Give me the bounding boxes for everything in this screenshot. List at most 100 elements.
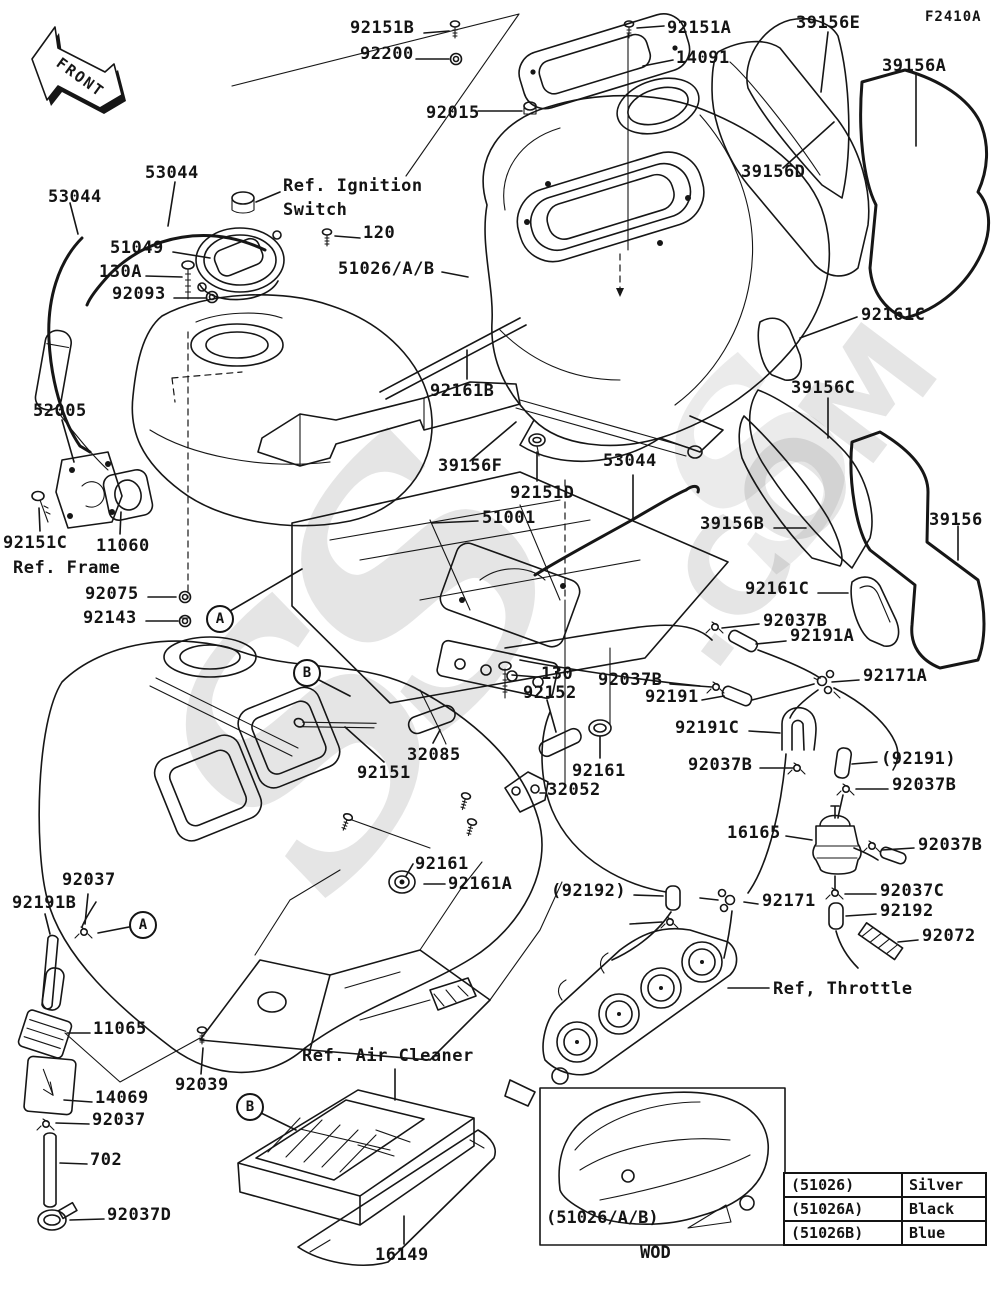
drain-hose-assembly bbox=[17, 901, 208, 1231]
part-label: 16149 bbox=[375, 1245, 429, 1265]
side-cover-39156E bbox=[746, 18, 850, 199]
side-cover-39156A bbox=[757, 68, 991, 381]
part-label: 11065 bbox=[93, 1019, 147, 1039]
air-cleaner-element bbox=[237, 1089, 496, 1266]
part-label: 39156A bbox=[882, 56, 947, 76]
t-joint-92171A bbox=[813, 669, 841, 699]
part-label: 92151D bbox=[510, 483, 575, 503]
fuel-tank-cover bbox=[482, 94, 831, 463]
part-label: 16165 bbox=[727, 823, 781, 843]
part-label: 130 bbox=[541, 664, 574, 684]
part-label: 51001 bbox=[482, 508, 536, 528]
part-label: 92037B bbox=[763, 611, 828, 631]
part-label: 53044 bbox=[48, 187, 102, 207]
table-row: (51026A) Black bbox=[783, 1196, 987, 1222]
side-cover-39156D bbox=[711, 40, 870, 277]
reference-label: (92191) bbox=[881, 749, 957, 769]
tank-pads bbox=[257, 317, 527, 467]
part-label: 92161C bbox=[745, 579, 810, 599]
color-table: (51026) Silver (51026A) Black (51026B) B… bbox=[783, 1172, 987, 1246]
part-label: 39156E bbox=[796, 13, 861, 33]
part-label: 11060 bbox=[96, 536, 150, 556]
part-label: 130A bbox=[99, 262, 142, 282]
part-label: 39156F bbox=[438, 456, 503, 476]
tank-lid-recess bbox=[516, 151, 705, 263]
part-label: 92037B bbox=[892, 775, 957, 795]
reference-label: Ref, Throttle bbox=[773, 979, 913, 999]
part-label: 92161 bbox=[572, 761, 626, 781]
color-cell: Silver bbox=[901, 1172, 987, 1198]
part-label: 92015 bbox=[426, 103, 480, 123]
t-joint-92171 bbox=[717, 888, 736, 913]
part-label: 92191 bbox=[645, 687, 699, 707]
part-label: 92161A bbox=[448, 874, 513, 894]
part-label: 14069 bbox=[95, 1088, 149, 1108]
callout-circle-b: B bbox=[293, 659, 321, 687]
bracket-92072 bbox=[857, 922, 904, 961]
part-label: 92037 bbox=[92, 1110, 146, 1130]
reference-label: Ref. Ignition bbox=[283, 176, 423, 196]
part-label: 92037B bbox=[918, 835, 983, 855]
part-label: 92191A bbox=[790, 626, 855, 646]
part-number-cell: (51026A) bbox=[783, 1196, 903, 1222]
part-label: 39156B bbox=[700, 514, 765, 534]
part-label: 92151C bbox=[3, 533, 68, 553]
part-label: 14091 bbox=[676, 48, 730, 68]
part-label: 92037C bbox=[880, 881, 945, 901]
part-label: 92192 bbox=[880, 901, 934, 921]
reference-label: (92192) bbox=[551, 881, 627, 901]
color-cell: Black bbox=[901, 1196, 987, 1222]
part-label: 39156D bbox=[741, 162, 806, 182]
reference-label: Ref. Frame bbox=[13, 558, 121, 578]
leader-lines bbox=[38, 25, 959, 1245]
trim-strips bbox=[47, 234, 700, 577]
part-label: F2410A bbox=[925, 9, 982, 25]
part-label: 92037D bbox=[107, 1205, 172, 1225]
part-label: 92191B bbox=[12, 893, 77, 913]
screw-92151D bbox=[528, 433, 546, 457]
part-label: 92152 bbox=[523, 683, 577, 703]
part-label: 120 bbox=[363, 223, 396, 243]
part-number-cell: (51026) bbox=[783, 1172, 903, 1198]
part-label: 92161 bbox=[415, 854, 469, 874]
part-label: 92075 bbox=[85, 584, 139, 604]
throttle-bodies bbox=[504, 927, 738, 1107]
part-label: 92191C bbox=[675, 718, 740, 738]
table-row: (51026B) Blue bbox=[783, 1220, 987, 1246]
part-label: 92171A bbox=[863, 666, 928, 686]
part-label: 39156 bbox=[929, 510, 983, 530]
part-label: 51049 bbox=[110, 238, 164, 258]
part-label: 92037B bbox=[598, 670, 663, 690]
part-label: 92072 bbox=[922, 926, 976, 946]
part-label: 92161B bbox=[430, 381, 495, 401]
callout-circle-a: A bbox=[206, 605, 234, 633]
table-row: (51026) Silver bbox=[783, 1172, 987, 1198]
fuel-tank-bottom-view bbox=[38, 636, 559, 1074]
part-label: 39156C bbox=[791, 378, 856, 398]
fuel-tank-top-view bbox=[131, 294, 433, 599]
frame-section bbox=[199, 861, 563, 1061]
part-number-cell: (51026B) bbox=[783, 1220, 903, 1246]
callout-circle-a: A bbox=[129, 911, 157, 939]
tank-bracket-panel bbox=[291, 471, 729, 789]
part-label: 92171 bbox=[762, 891, 816, 911]
side-cover-39156C bbox=[738, 389, 873, 569]
reference-label: Ref. Air Cleaner bbox=[302, 1046, 474, 1066]
inset-footnote: WOD bbox=[640, 1243, 671, 1263]
part-label: 92093 bbox=[112, 284, 166, 304]
part-label: 32052 bbox=[547, 780, 601, 800]
part-label: 32085 bbox=[407, 745, 461, 765]
part-label: 92161C bbox=[861, 305, 926, 325]
inset-box bbox=[539, 1087, 786, 1246]
color-cell: Blue bbox=[901, 1220, 987, 1246]
reference-label: Switch bbox=[283, 200, 348, 220]
tank-lid bbox=[231, 13, 700, 297]
clamp-92037D bbox=[37, 1201, 78, 1231]
callout-circle-b: B bbox=[236, 1093, 264, 1121]
inset-caption: (51026/A/B) bbox=[546, 1208, 659, 1228]
part-label: 51026/A/B bbox=[338, 259, 435, 279]
hose-network bbox=[504, 621, 907, 969]
